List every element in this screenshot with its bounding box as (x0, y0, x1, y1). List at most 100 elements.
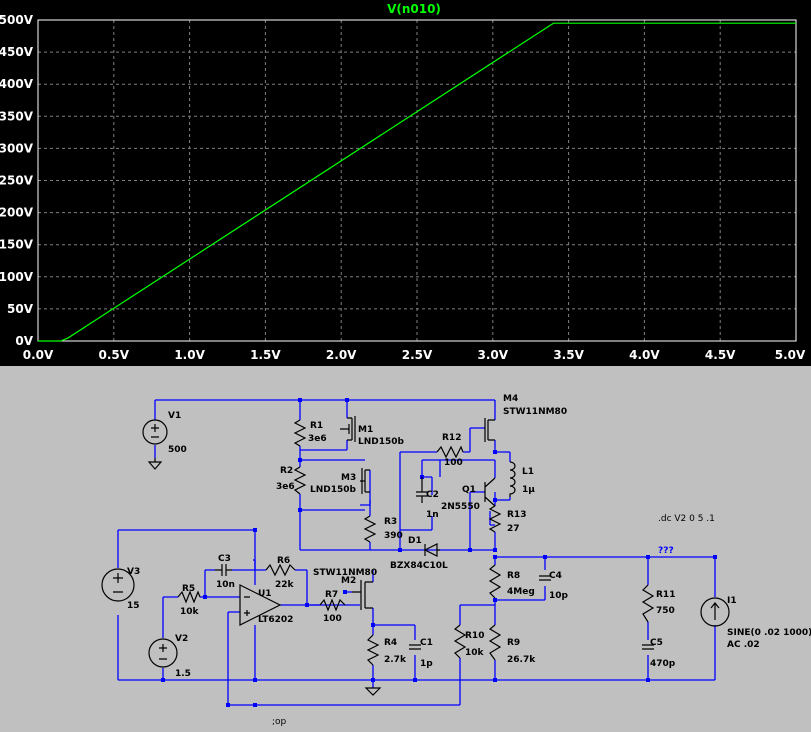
c5-value: 470p (650, 659, 676, 669)
m3-name: M3 (341, 473, 356, 483)
r10-value: 10k (465, 648, 485, 658)
waveform-plot[interactable]: V(n010) 0.0V 0.5V 1.0V 1.5V 2.0V 2.5V 3.0V 3.5V… (0, 0, 811, 366)
waveform-plot-pane[interactable]: V(n010) 0.0V 0.5V 1.0V 1.5V 2.0V 2.5V 3.0V 3.5V… (0, 0, 811, 366)
x-tick-label: 4.0V (629, 348, 660, 362)
mosfet-m2[interactable]: M2 STW11NM80 (313, 568, 377, 610)
c3-value: 10n (216, 580, 235, 590)
resistor-r11[interactable]: R11 750 (641, 584, 675, 623)
m2-value: STW11NM80 (313, 568, 377, 578)
resistor-r3[interactable]: R3 390 (363, 515, 403, 543)
resistor-r6[interactable]: R6 22k (265, 556, 296, 590)
r4-name: R4 (384, 638, 397, 648)
r13-name: R13 (507, 510, 526, 520)
c2-value: 1n (426, 510, 439, 520)
u1-name: U1 (258, 589, 272, 599)
r6-name: R6 (277, 556, 290, 566)
source-v2[interactable]: V2 1.5 (148, 634, 191, 679)
x-tick-label: 0.0V (23, 348, 54, 362)
x-tick-label: 1.0V (174, 348, 205, 362)
resistor-r13[interactable]: R13 27 (488, 505, 526, 534)
r9-name: R9 (507, 638, 520, 648)
plot-title[interactable]: V(n010) (387, 2, 441, 16)
resistor-r9[interactable]: R9 26.7k (488, 624, 536, 665)
resistor-r7[interactable]: R7 100 (319, 590, 346, 624)
y-tick-label: 50V (7, 302, 34, 316)
x-tick-label: 2.5V (402, 348, 433, 362)
r5-value: 10k (180, 607, 200, 617)
resistor-r4[interactable]: R4 2.7k (366, 634, 407, 666)
r6-value: 22k (275, 580, 295, 590)
l1-value: 1µ (522, 485, 535, 495)
q1-name: Q1 (462, 485, 476, 495)
r5-name: R5 (182, 584, 195, 594)
y-tick-label: 200V (0, 206, 34, 220)
inductor-l1[interactable]: L1 1µ (509, 461, 535, 497)
y-tick-label: 100V (0, 270, 34, 284)
resistor-r5[interactable]: R5 10k (177, 584, 201, 617)
x-tick-label: 3.0V (478, 348, 509, 362)
resistor-r10[interactable]: R10 10k (453, 624, 485, 659)
capacitor-c2[interactable]: C2 1n (416, 477, 439, 520)
v1-name: V1 (168, 411, 181, 421)
y-tick-label: 300V (0, 141, 34, 155)
dc-sweep-directive[interactable]: .dc V2 0 5 .1 (658, 514, 715, 524)
c3-name: C3 (218, 554, 231, 564)
x-tick-label: 1.5V (250, 348, 281, 362)
opamp-u1[interactable]: U1 LT6202 (239, 584, 293, 626)
r9-value: 26.7k (507, 655, 536, 665)
resistor-r2[interactable]: R2 3e6 (276, 466, 307, 495)
v3-name: V3 (127, 567, 140, 577)
c4-name: C4 (549, 571, 562, 581)
mosfet-m4[interactable]: M4 STW11NM80 (484, 394, 567, 442)
plot-frame (37, 19, 797, 342)
capacitor-c4[interactable]: C4 10p (539, 571, 569, 601)
resistor-r8[interactable]: R8 4Meg (488, 564, 535, 599)
x-tick-label: 5.0V (775, 348, 806, 362)
source-i1[interactable]: I1 SINE(0 .02 1000) AC .02 (700, 596, 811, 650)
c4-value: 10p (549, 591, 569, 601)
schematic-canvas[interactable]: V1 500 V3 15 V2 1.5 I1 SINE(0 .02 1000) (0, 366, 811, 732)
plot-ticks: 0.0V 0.5V 1.0V 1.5V 2.0V 2.5V 3.0V 3.5V 4.0V 4.5V… (0, 13, 806, 362)
mosfet-m3[interactable]: M3 LND150b (310, 468, 370, 495)
r7-value: 100 (323, 614, 342, 624)
y-tick-label: 350V (0, 109, 34, 123)
r1-value: 3e6 (308, 434, 327, 444)
d1-name: D1 (408, 536, 422, 546)
mosfet-m1[interactable]: M1 LND150b (340, 416, 405, 447)
r10-name: R10 (465, 631, 484, 641)
net-label[interactable]: ??? (658, 546, 674, 556)
l1-name: L1 (522, 467, 534, 477)
capacitor-c3[interactable]: C3 10n (215, 554, 235, 590)
i1-value: SINE(0 .02 1000) (727, 628, 811, 638)
ground-symbol (364, 687, 382, 696)
m3-value: LND150b (310, 485, 357, 495)
y-tick-label: 0V (15, 334, 33, 348)
r11-value: 750 (656, 606, 675, 616)
diode-d1[interactable]: D1 BZX84C10L (390, 536, 448, 571)
r1-name: R1 (310, 421, 323, 431)
trace-v-n010[interactable] (38, 22, 796, 342)
resistor-r12[interactable]: R12 100 (436, 433, 464, 468)
x-tick-label: 3.5V (553, 348, 584, 362)
schematic-pane[interactable]: V1 500 V3 15 V2 1.5 I1 SINE(0 .02 1000) (0, 366, 811, 732)
r12-name: R12 (442, 433, 461, 443)
m1-value: LND150b (358, 437, 405, 447)
v2-name: V2 (175, 634, 188, 644)
resistor-r1[interactable]: R1 3e6 (293, 419, 327, 447)
r2-value: 3e6 (276, 482, 295, 492)
r12-value: 100 (444, 458, 463, 468)
source-v1[interactable]: V1 500 (142, 411, 187, 470)
bjt-q1[interactable]: Q1 2N5550 (441, 477, 496, 512)
source-v3[interactable]: V3 15 (101, 567, 140, 611)
r3-value: 390 (384, 531, 403, 541)
x-tick-label: 2.0V (326, 348, 357, 362)
c2-name: C2 (426, 490, 439, 500)
capacitor-c1[interactable]: C1 1p (409, 638, 433, 669)
capacitor-c5[interactable]: C5 470p (642, 638, 676, 669)
d1-value: BZX84C10L (390, 561, 448, 571)
x-tick-label: 4.5V (705, 348, 736, 362)
op-directive[interactable]: ;op (272, 717, 287, 727)
x-tick-label: 0.5V (99, 348, 130, 362)
y-tick-label: 250V (0, 174, 34, 188)
y-tick-label: 400V (0, 77, 34, 91)
